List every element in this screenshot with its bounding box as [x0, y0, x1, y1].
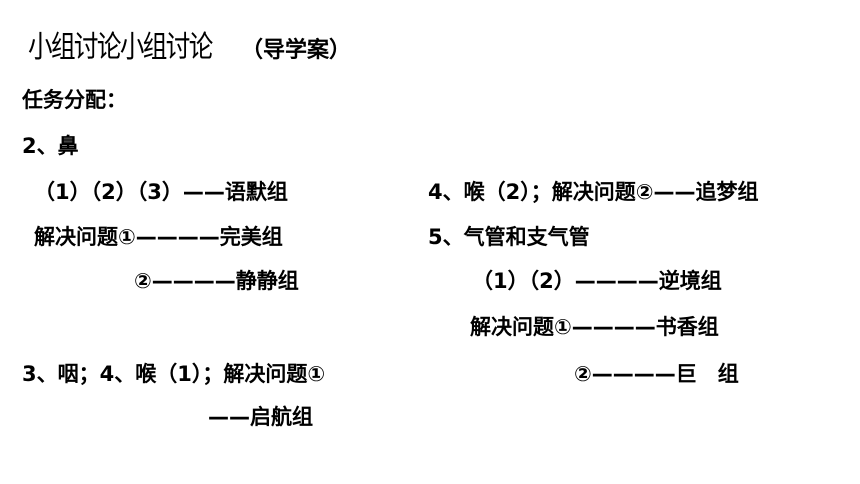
right-line-3: （1）（2）————逆境组	[472, 269, 722, 293]
page-title: 小组讨论小组讨论 （导学案）	[28, 22, 351, 66]
title-sub: （导学案）	[241, 38, 352, 63]
title-main: 小组讨论小组讨论	[28, 30, 213, 65]
right-line-4: 解决问题①————书香组	[470, 315, 719, 339]
task-heading: 任务分配：	[22, 88, 127, 112]
left-line-2: 解决问题①————完美组	[34, 225, 283, 249]
left-line-4: 3、咽；4、喉（1）；解决问题①	[22, 362, 326, 386]
right-line-2: 5、气管和支气管	[428, 225, 590, 249]
right-line-1: 4、喉（2）；解决问题②——追梦组	[428, 180, 759, 204]
left-line-3: ②————静静组	[134, 269, 299, 293]
left-line-5: ——启航组	[208, 405, 313, 429]
right-line-5: ②————巨 组	[574, 362, 739, 386]
section-nose: 2、鼻	[22, 134, 79, 158]
left-line-1: （1）（2）（3）——语默组	[34, 180, 288, 204]
